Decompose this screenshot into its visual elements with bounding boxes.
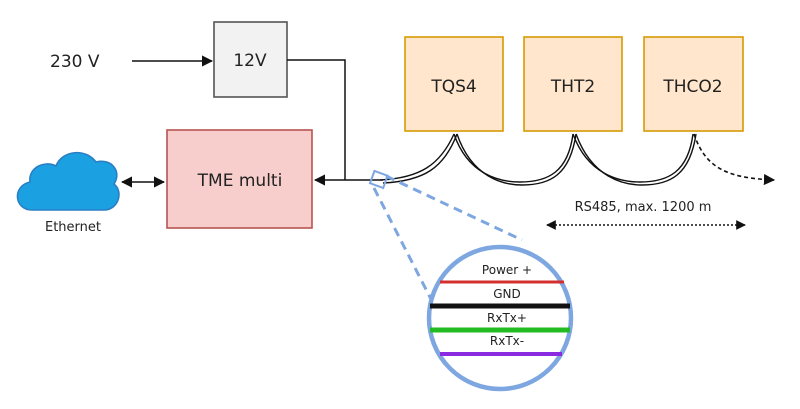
bus-segment bbox=[456, 133, 577, 186]
psu-label: 12V bbox=[233, 51, 267, 71]
bus-continuation-arrow bbox=[693, 133, 776, 186]
wire-label: GND bbox=[493, 287, 521, 301]
controller-box bbox=[166, 129, 313, 229]
cloud-icon bbox=[16, 151, 120, 211]
bus-segment bbox=[453, 133, 574, 183]
psu-output-wire bbox=[287, 59, 346, 180]
sensor-box bbox=[523, 36, 623, 132]
bus-segment bbox=[575, 133, 697, 186]
sensor-tht2-node: THT2 bbox=[523, 36, 623, 132]
cable-detail-callout: Power + GND RxTx+ RxTx- bbox=[368, 169, 574, 392]
sensor-label: THCO2 bbox=[662, 77, 722, 97]
psu-node: 12V bbox=[213, 21, 288, 98]
bus-segment bbox=[572, 133, 694, 183]
sensor-label: THT2 bbox=[550, 77, 595, 97]
daisy-chain-bus bbox=[379, 133, 697, 186]
sensor-box bbox=[643, 36, 744, 132]
sensor-thco2-node: THCO2 bbox=[643, 36, 744, 132]
zoom-guide-line bbox=[372, 187, 436, 306]
sensor-tqs4-node: TQS4 bbox=[404, 36, 504, 132]
controller-label: TME multi bbox=[197, 171, 283, 191]
input-voltage-label: 230 V bbox=[50, 52, 100, 72]
zoom-guide-line bbox=[385, 174, 523, 242]
sensor-label: TQS4 bbox=[430, 77, 476, 97]
wire-label: RxTx+ bbox=[487, 311, 527, 325]
bus-segment bbox=[379, 133, 455, 181]
bus-segment bbox=[382, 133, 458, 184]
cloud-label: Ethernet bbox=[45, 220, 101, 235]
wire-label: Power + bbox=[482, 263, 532, 277]
zoom-marker bbox=[368, 169, 389, 190]
ethernet-cloud-node: Ethernet bbox=[16, 151, 120, 235]
controller-node: TME multi bbox=[166, 129, 313, 229]
sensor-box bbox=[404, 36, 504, 132]
bus-label: RS485, max. 1200 m bbox=[575, 200, 712, 215]
wire-label: RxTx- bbox=[490, 334, 524, 348]
